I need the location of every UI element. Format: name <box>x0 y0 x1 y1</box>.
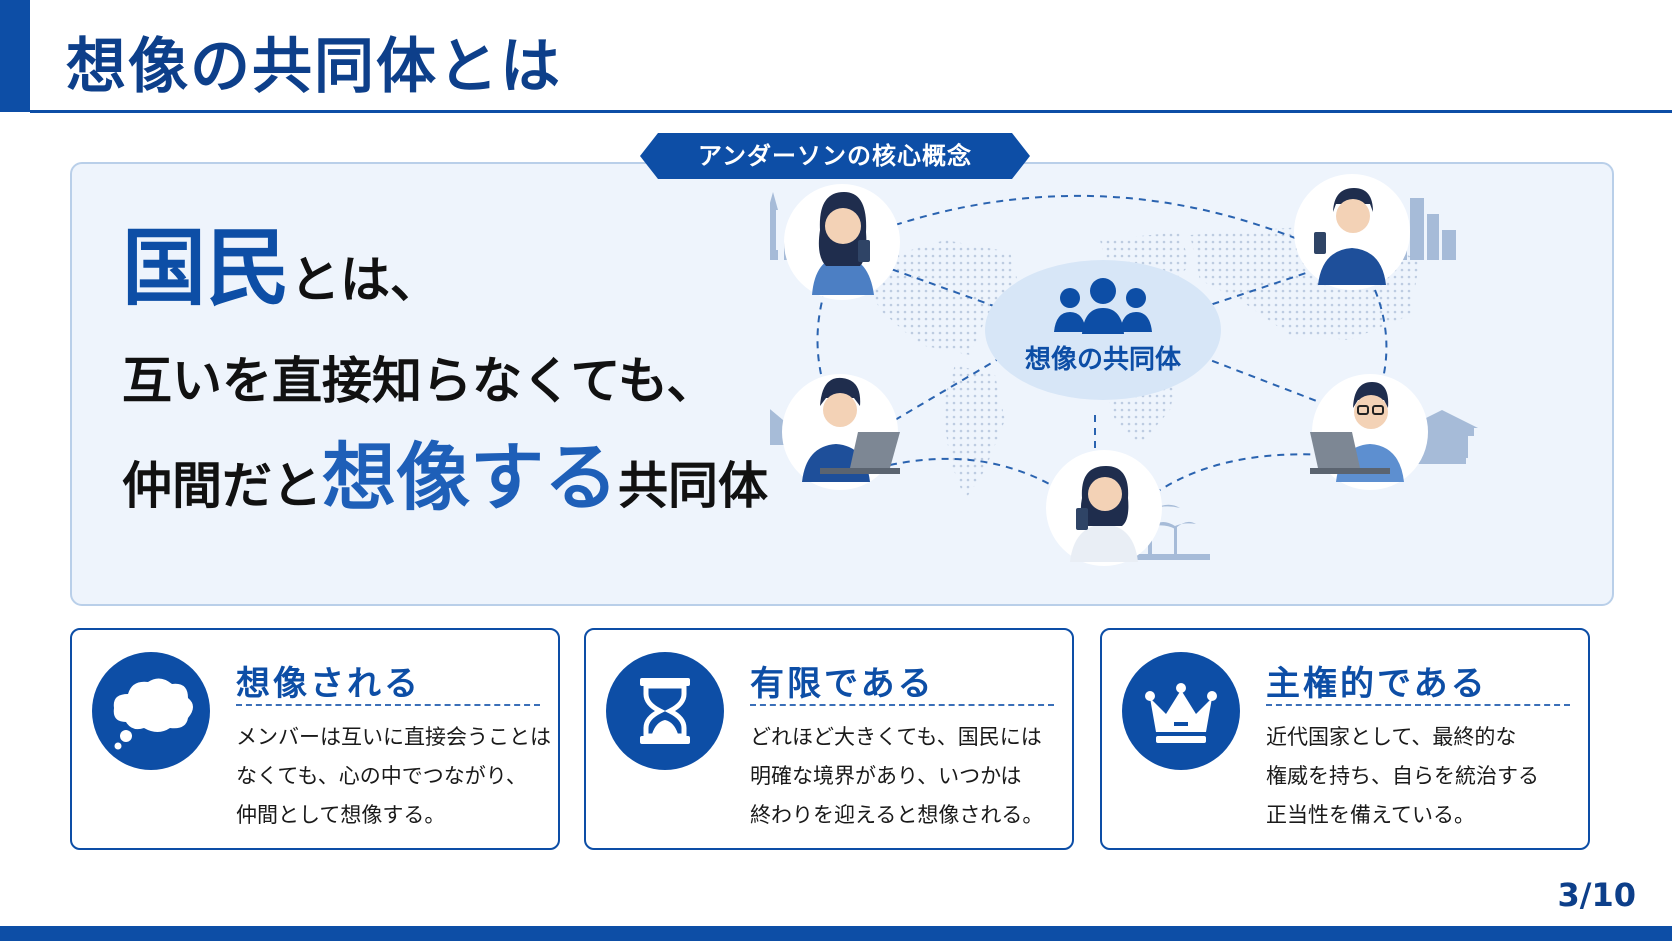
card-line: 終わりを迎えると想像される。 <box>750 803 1044 827</box>
card-line: 近代国家として、最終的な <box>1266 725 1517 749</box>
card-title: 想像される <box>236 664 421 704</box>
footer-bar <box>0 926 1672 941</box>
feature-card-imagined: 想像される メンバーは互いに直接会うことは なくても、心の中でつながり、 仲間と… <box>70 628 560 850</box>
title-divider <box>30 110 1672 113</box>
person-man-laptop-icon <box>782 374 900 490</box>
card-line: 権威を持ち、自らを統治する <box>1266 764 1539 788</box>
card-line: 明確な境界があり、いつかは <box>750 764 1022 788</box>
card-line: なくても、心の中でつながり、 <box>236 764 527 788</box>
thought-bubble-icon <box>92 652 210 770</box>
emphasis-nation: 国民 <box>122 219 291 317</box>
person-woman-phone-bottom-icon <box>1046 450 1162 566</box>
feature-card-sovereign: 主権的である 近代国家として、最終的な 権威を持ち、自らを統治する 正当性を備え… <box>1100 628 1590 850</box>
card-body: 近代国家として、最終的な 権威を持ち、自らを統治する 正当性を備えている。 <box>1266 718 1581 835</box>
card-divider <box>1266 704 1570 706</box>
page-number: 3/10 <box>1557 876 1636 914</box>
community-network-illustration: 想像の共同体 <box>770 174 1478 566</box>
card-body: メンバーは互いに直接会うことは なくても、心の中でつながり、 仲間として想像する… <box>236 718 551 835</box>
hero-tab-label: アンダーソンの核心概念 <box>697 142 973 170</box>
card-divider <box>236 704 540 706</box>
statement-line-2: 互いを直接知らなくても、 <box>122 352 717 410</box>
statement-line-3-pre: 仲間だと <box>122 457 322 515</box>
card-title: 主権的である <box>1266 664 1488 704</box>
card-line: 仲間として想像する。 <box>236 803 446 827</box>
statement-line-3-post: 共同体 <box>618 457 768 515</box>
statement-line-1-rest: とは、 <box>290 251 441 309</box>
crown-icon <box>1122 652 1240 770</box>
person-man-phone-icon <box>1294 174 1410 290</box>
hub-label: 想像の共同体 <box>1025 345 1182 375</box>
card-title: 有限である <box>750 664 935 704</box>
card-line: 正当性を備えている。 <box>1266 803 1475 827</box>
card-line: メンバーは互いに直接会うことは <box>236 725 551 749</box>
connection-lines <box>816 194 1388 491</box>
title-bar: 想像の共同体とは <box>0 0 1672 112</box>
slide-title: 想像の共同体とは <box>66 32 562 102</box>
group-people-icon <box>1054 278 1152 334</box>
person-woman-phone-icon <box>784 184 900 300</box>
title-accent-bar <box>0 0 30 112</box>
person-man-glasses-laptop-icon <box>1310 374 1428 490</box>
card-line: どれほど大きくても、国民には <box>750 725 1042 749</box>
hero-tab: アンダーソンの核心概念 <box>640 133 1030 179</box>
core-statement: 国民とは、 互いを直接知らなくても、 仲間だと想像する共同体 <box>122 220 768 534</box>
card-body: どれほど大きくても、国民には 明確な境界があり、いつかは 終わりを迎えると想像さ… <box>750 718 1065 835</box>
card-divider <box>750 704 1054 706</box>
emphasis-imagine: 想像する <box>322 435 618 521</box>
statement-line-3: 仲間だと想像する共同体 <box>122 430 768 534</box>
feature-card-limited: 有限である どれほど大きくても、国民には 明確な境界があり、いつかは 終わりを迎… <box>584 628 1074 850</box>
hourglass-icon <box>606 652 724 770</box>
statement-line-1: 国民とは、 <box>122 220 768 328</box>
